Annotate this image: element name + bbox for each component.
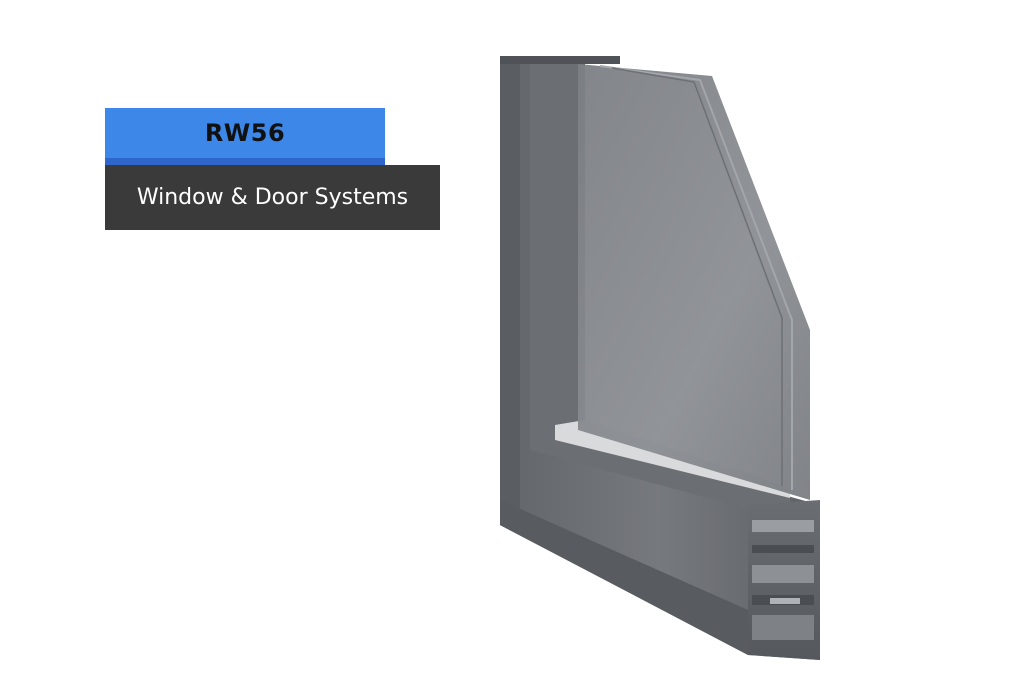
outer-frame [500, 60, 820, 660]
lower-band [500, 500, 748, 655]
glass-pane [578, 64, 810, 500]
top-edge [500, 56, 620, 64]
window-profile-image [500, 56, 820, 660]
model-badge: RW56 [105, 108, 385, 165]
system-subtitle: Window & Door Systems [136, 185, 409, 210]
model-name: RW56 [204, 119, 286, 147]
glass-edge-2 [611, 67, 783, 486]
glass-edge [599, 65, 793, 490]
subtitle-badge: Window & Door Systems [105, 165, 440, 230]
